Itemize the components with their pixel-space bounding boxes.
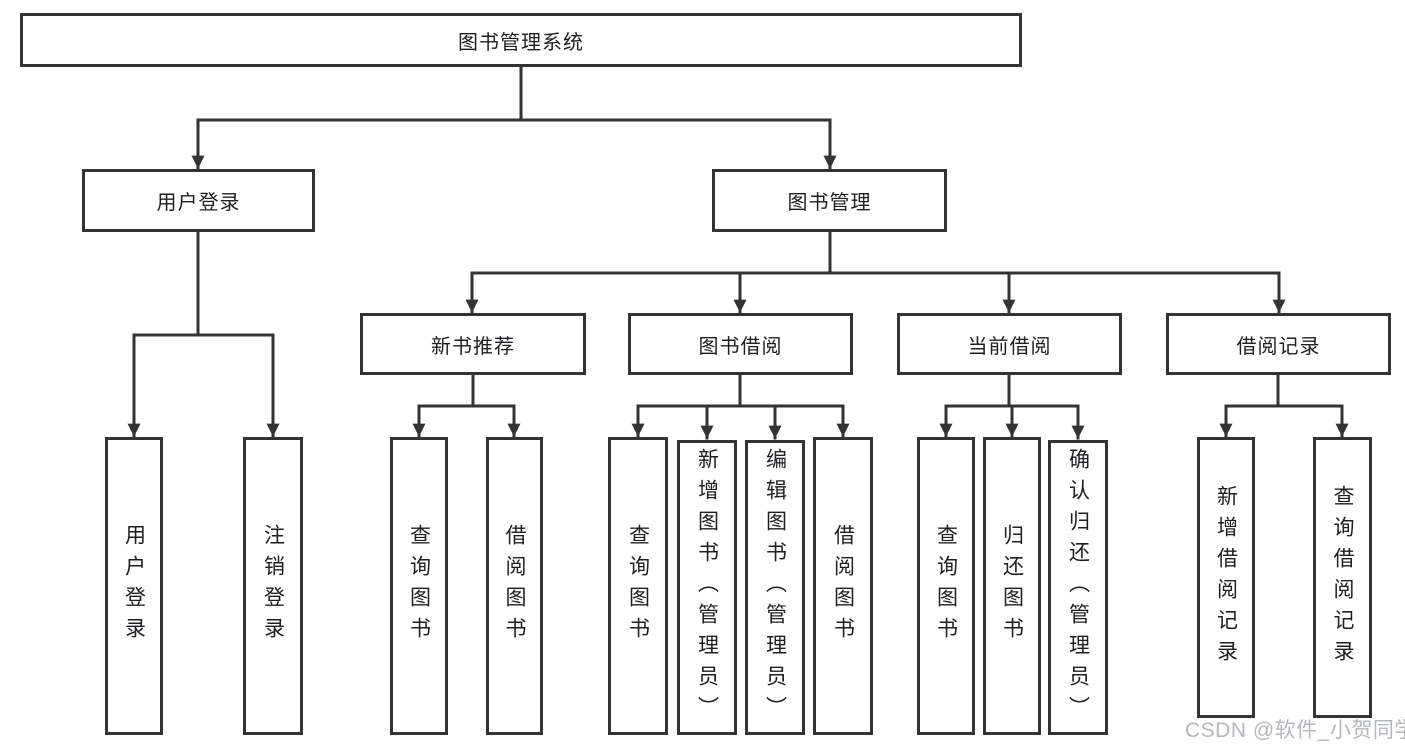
leaf-borrow-books-recommend: 借阅图书 (486, 437, 543, 735)
node-book-borrow-label: 图书借阅 (698, 335, 783, 358)
node-book-management-label: 图书管理 (787, 192, 872, 214)
leaf-borrow-books: 借阅图书 (813, 437, 873, 735)
leaf-user-login: 用户登录 (105, 437, 163, 735)
leaf-borrow-books-recommend-label: 借阅图书 (503, 524, 526, 648)
leaf-borrow-books-label: 借阅图书 (831, 524, 855, 648)
leaf-query-books-current: 查询图书 (917, 437, 975, 735)
leaf-query-borrow-record-label: 查询借阅记录 (1331, 484, 1354, 671)
leaf-user-login-label: 用户登录 (122, 524, 146, 648)
node-current-borrow: 当前借阅 (897, 313, 1122, 375)
node-user-login: 用户登录 (82, 169, 315, 232)
node-book-borrow: 图书借阅 (628, 313, 853, 375)
leaf-query-books-current-label: 查询图书 (934, 524, 958, 648)
leaf-query-books-borrow: 查询图书 (608, 437, 668, 735)
leaf-query-borrow-record: 查询借阅记录 (1313, 437, 1372, 718)
node-library-system: 图书管理系统 (20, 13, 1022, 67)
leaf-confirm-return-admin: 确认归还（管理员） (1048, 440, 1108, 735)
leaf-add-books-admin: 新增图书（管理员） (677, 440, 737, 735)
csdn-watermark: CSDN @软件_小贺同学 (1185, 719, 1405, 742)
node-book-management: 图书管理 (712, 169, 947, 232)
leaf-return-books-label: 归还图书 (1000, 524, 1024, 648)
leaf-edit-books-admin: 编辑图书（管理员） (745, 440, 805, 735)
node-borrow-record-label: 借阅记录 (1236, 335, 1321, 358)
leaf-return-books: 归还图书 (983, 437, 1041, 735)
leaf-add-borrow-record: 新增借阅记录 (1197, 437, 1255, 718)
node-current-borrow-label: 当前借阅 (967, 335, 1052, 358)
leaf-edit-books-admin-label: 编辑图书（管理员） (763, 448, 787, 727)
leaf-query-books-recommend: 查询图书 (390, 437, 448, 735)
node-borrow-record: 借阅记录 (1166, 313, 1391, 375)
leaf-confirm-return-admin-label: 确认归还（管理员） (1066, 448, 1090, 727)
leaf-logout-login-label: 注销登录 (261, 524, 285, 648)
node-new-book-recommend-label: 新书推荐 (431, 335, 515, 358)
leaf-logout-login: 注销登录 (243, 437, 303, 735)
node-user-login-label: 用户登录 (156, 192, 241, 214)
leaf-query-books-recommend-label: 查询图书 (407, 524, 431, 648)
leaf-query-books-borrow-label: 查询图书 (626, 524, 650, 648)
node-new-book-recommend: 新书推荐 (360, 313, 586, 375)
node-library-system-label: 图书管理系统 (458, 31, 584, 54)
leaf-add-books-admin-label: 新增图书（管理员） (695, 448, 719, 727)
leaf-add-borrow-record-label: 新增借阅记录 (1214, 484, 1238, 671)
